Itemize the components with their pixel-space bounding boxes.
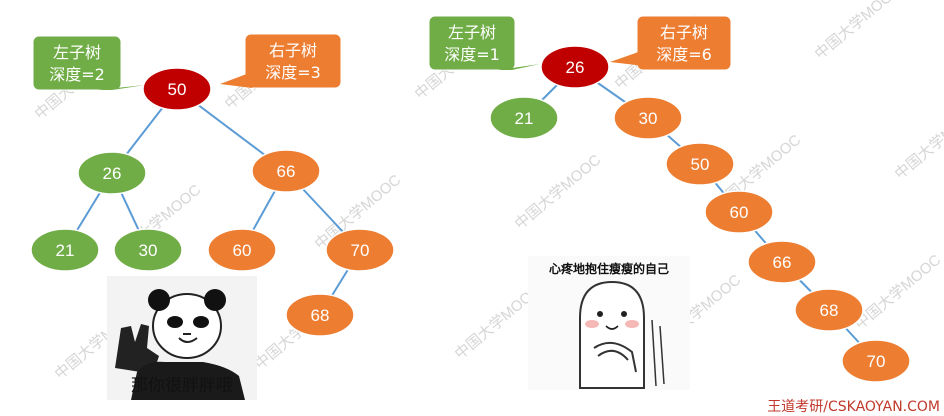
- left-tree-node-50-label: 50: [168, 80, 187, 99]
- left-tree-right-subtree-callout-box: [244, 33, 342, 89]
- left-tree-node-70: 70: [325, 228, 395, 272]
- right-tree-left-subtree-callout-box: [428, 15, 516, 71]
- left-tree-node-21: 21: [30, 228, 100, 272]
- left-tree-node-68: 68: [285, 293, 355, 337]
- right-tree-node-68-shape: [794, 288, 864, 332]
- right-tree-left-subtree-callout-pointer: [498, 64, 540, 70]
- left-tree-node-60-shape: [207, 228, 277, 272]
- right-tree-node-21: 21: [489, 96, 559, 140]
- left-tree-node-68-label: 68: [311, 306, 330, 325]
- right-tree-left-subtree-callout-line-0: 左子树: [448, 23, 496, 42]
- left-tree-node-21-label: 21: [56, 241, 75, 260]
- left-tree-node-21-shape: [30, 228, 100, 272]
- left-tree-node-60-label: 60: [233, 241, 252, 260]
- right-tree-node-26: 26: [540, 45, 610, 89]
- left-tree-node-30-shape: [113, 228, 183, 272]
- left-tree-right-subtree-callout-line-0: 右子树: [269, 41, 317, 60]
- watermark-text: 中国大学MOOC: [812, 0, 905, 63]
- left-tree-left-subtree-callout-line-1: 深度=2: [49, 65, 105, 84]
- ghost-meme: 心疼地抱住瘦瘦的自己: [528, 256, 690, 390]
- left-tree-node-66-label: 66: [277, 162, 296, 181]
- right-tree-node-70-shape: [841, 339, 911, 383]
- left-tree-left-subtree-callout-pointer: [98, 85, 145, 90]
- panda-meme-image: [115, 289, 245, 400]
- left-tree-node-50-shape: [142, 67, 212, 111]
- node-layer: 50 26 66 21 30 60 70 68 26 21 30 50 60 66 68 70: [30, 45, 911, 383]
- left-tree-node-66-shape: [251, 149, 321, 193]
- watermark-text: 中国大学MOOC: [852, 251, 944, 333]
- left-tree-node-30: 30: [113, 228, 183, 272]
- left-tree-node-68-shape: [285, 293, 355, 337]
- right-tree-node-66: 66: [747, 240, 817, 284]
- right-tree-node-70-label: 70: [867, 352, 886, 371]
- left-tree-node-60: 60: [207, 228, 277, 272]
- right-tree-node-66-shape: [747, 240, 817, 284]
- watermark-text: 中国大学MOOC: [892, 101, 944, 183]
- right-tree-right-subtree-callout-pointer: [610, 50, 644, 66]
- left-tree-right-subtree-callout-pointer: [220, 72, 252, 88]
- right-tree-node-60-shape: [704, 190, 774, 234]
- left-tree-node-26-shape: [77, 151, 147, 195]
- right-tree-node-30: 30: [613, 96, 683, 140]
- right-tree-node-30-label: 30: [639, 109, 658, 128]
- right-tree-node-21-label: 21: [515, 109, 534, 128]
- left-tree-node-70-shape: [325, 228, 395, 272]
- left-tree-node-26-label: 26: [103, 164, 122, 183]
- right-tree-node-26-label: 26: [566, 58, 585, 77]
- ghost-meme-caption: 心疼地抱住瘦瘦的自己: [548, 262, 669, 276]
- right-tree-node-50-label: 50: [691, 155, 710, 174]
- right-tree-left-subtree-callout-line-1: 深度=1: [444, 45, 500, 64]
- left-tree-node-30-label: 30: [139, 241, 158, 260]
- left-tree-left-subtree-callout-line-0: 左子树: [53, 43, 101, 62]
- right-tree-node-26-shape: [540, 45, 610, 89]
- ghost-meme-image: [579, 280, 665, 389]
- left-tree-right-subtree-callout-line-1: 深度=3: [265, 63, 321, 82]
- publisher-credit: 王道考研/CSKAOYAN.COM: [767, 399, 940, 415]
- right-tree-node-60: 60: [704, 190, 774, 234]
- left-tree-left-subtree-callout-box: [32, 35, 122, 91]
- right-tree-node-66-label: 66: [773, 253, 792, 272]
- left-tree-node-50: 50: [142, 67, 212, 111]
- right-tree-right-subtree-callout-box: [636, 15, 732, 71]
- left-tree-node-26: 26: [77, 151, 147, 195]
- right-tree-node-50: 50: [665, 142, 735, 186]
- right-tree-right-subtree-callout-line-0: 右子树: [660, 23, 708, 42]
- left-tree-node-70-label: 70: [351, 241, 370, 260]
- right-tree-node-30-shape: [613, 96, 683, 140]
- panda-meme-caption: 那你很胖胖哦: [131, 376, 233, 396]
- right-tree-node-60-label: 60: [730, 203, 749, 222]
- panda-meme: 那你很胖胖哦: [107, 276, 257, 400]
- right-tree-node-68-label: 68: [820, 301, 839, 320]
- right-tree-node-68: 68: [794, 288, 864, 332]
- right-tree-node-50-shape: [665, 142, 735, 186]
- right-tree-node-70: 70: [841, 339, 911, 383]
- watermark-text: 中国大学MOOC: [512, 151, 605, 233]
- left-tree-node-66: 66: [251, 149, 321, 193]
- right-tree-right-subtree-callout-line-1: 深度=6: [656, 45, 712, 64]
- right-tree-node-21-shape: [489, 96, 559, 140]
